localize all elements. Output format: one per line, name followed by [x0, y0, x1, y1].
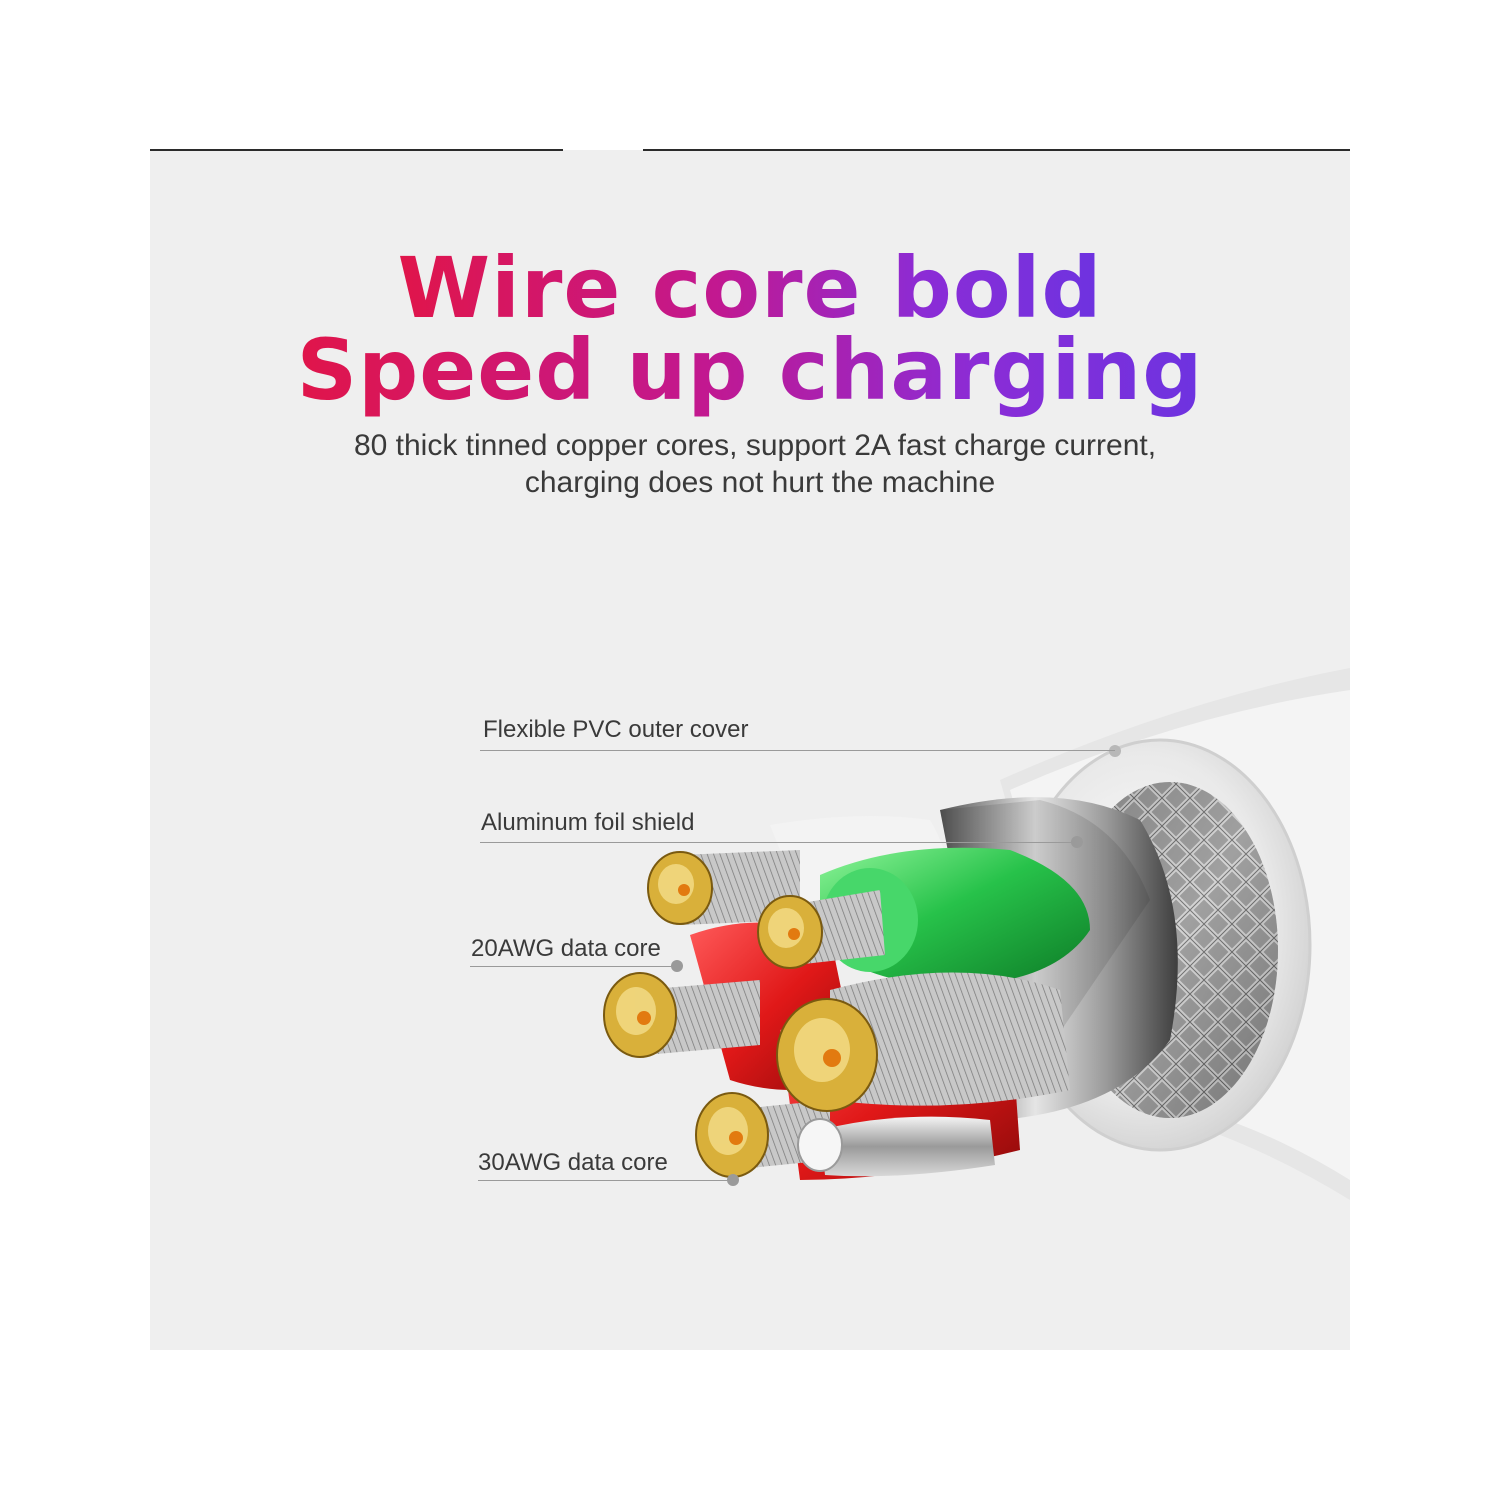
subtext-line-1: 80 thick tinned copper cores, support 2A…	[353, 429, 1157, 462]
label-foil-shield: Aluminum foil shield	[481, 809, 695, 836]
callout-line-outer-cover	[480, 750, 1115, 751]
subtext-line-2: charging does not hurt the machine	[524, 466, 996, 499]
headline-line-2-text: Speed up charging	[296, 321, 1204, 419]
label-30awg-core: 30AWG data core	[478, 1149, 668, 1176]
callout-line-foil-shield	[480, 842, 1077, 843]
headline-line-1: Wire core bold	[0, 240, 1500, 336]
top-rule-right	[643, 149, 1350, 151]
top-rule-left	[150, 149, 563, 151]
label-20awg-core: 20AWG data core	[471, 935, 661, 962]
callout-line-30awg	[478, 1180, 733, 1181]
callout-line-20awg	[470, 966, 677, 967]
headline-line-1-text: Wire core bold	[397, 239, 1103, 337]
headline-line-2: Speed up charging	[0, 322, 1500, 418]
label-outer-cover: Flexible PVC outer cover	[483, 716, 749, 743]
